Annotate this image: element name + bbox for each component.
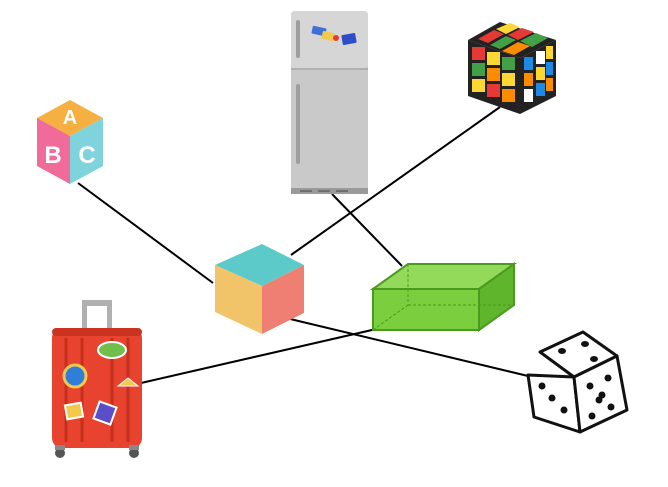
abc-letter-c: C (78, 142, 95, 169)
suitcase-icon (52, 300, 142, 458)
abc-letter-b: B (44, 142, 61, 169)
dice-icon (526, 330, 629, 434)
rubiks-cube-icon (468, 22, 556, 114)
abc-block-icon: A B C (37, 100, 103, 184)
line-fridge-to-cuboid (331, 193, 403, 267)
cuboid-shape (369, 262, 518, 332)
line-suitcase-to-cuboid (140, 326, 386, 384)
refrigerator-icon (291, 11, 368, 194)
abc-letter-a: A (63, 107, 77, 129)
line-cube-to-dice (285, 317, 529, 377)
connector-lines (77, 106, 529, 384)
line-rubiks-to-cube (290, 106, 501, 256)
cube-shape (215, 244, 304, 334)
line-abc-block-to-cube (77, 182, 214, 284)
